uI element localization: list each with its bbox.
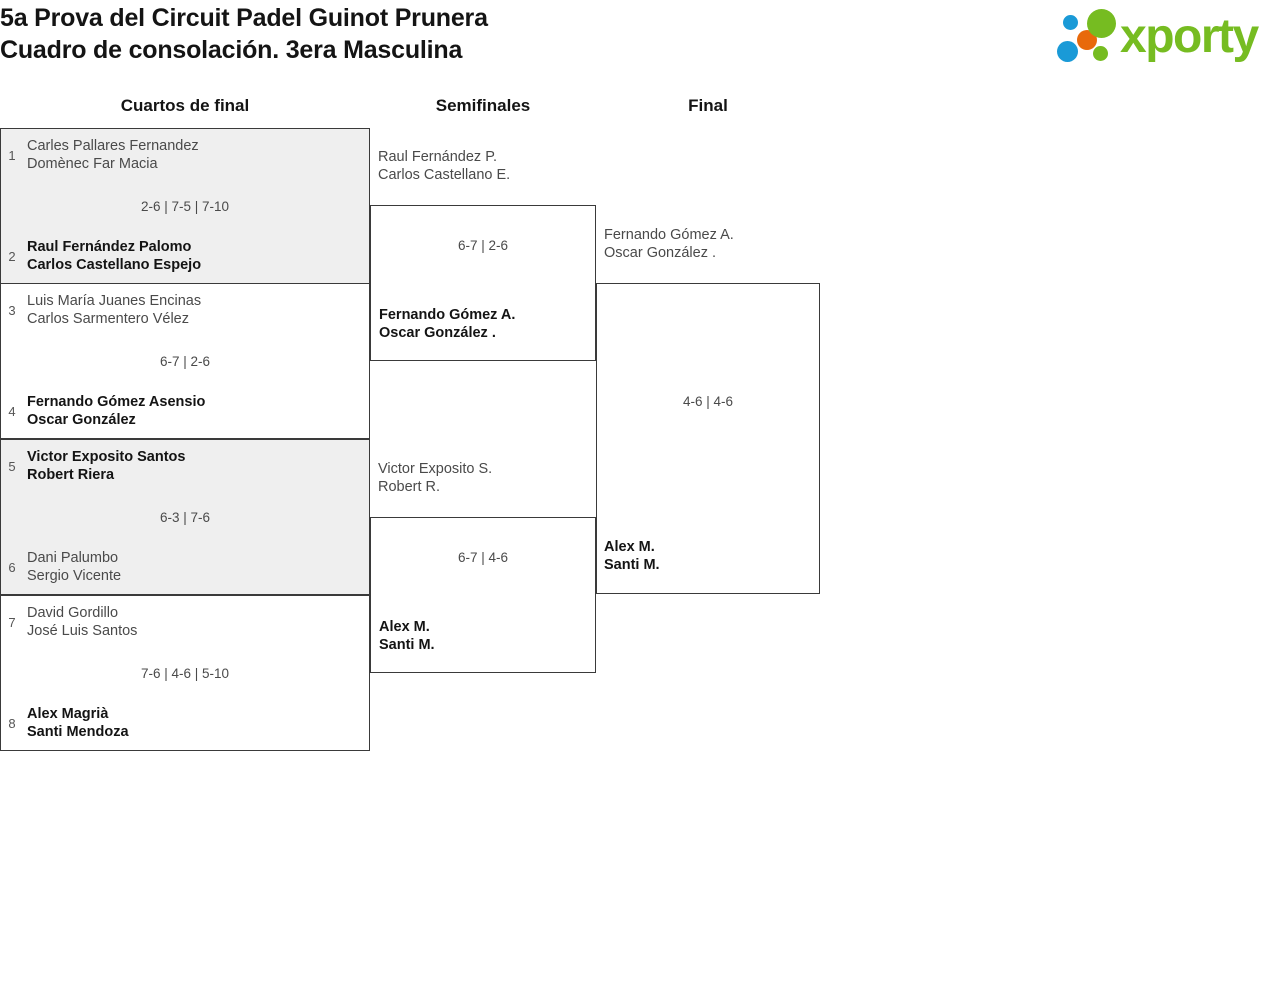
player-name: Fernando Gómez A. xyxy=(604,227,734,243)
player-name: Alex M. xyxy=(604,539,655,555)
logo-dot-green-small xyxy=(1093,46,1108,61)
match-qf2-team-top[interactable]: 3 Luis María Juanes Encinas Carlos Sarme… xyxy=(1,292,369,329)
match-final-team-bottom[interactable]: Alex M. Santi M. xyxy=(597,538,819,574)
player-name: Fernando Gómez Asensio xyxy=(27,394,206,410)
player-name: David Gordillo xyxy=(27,605,119,621)
team-players: Fernando Gómez A. Oscar González . xyxy=(371,306,595,342)
match-qf3-team-bottom[interactable]: 6 Dani Palumbo Sergio Vicente xyxy=(1,549,369,586)
match-qf1-team-bottom[interactable]: 2 Raul Fernández Palomo Carlos Castellan… xyxy=(1,238,369,275)
team-players: Dani Palumbo Sergio Vicente xyxy=(23,549,369,585)
player-name: Domènec Far Macia xyxy=(27,156,158,172)
final-top-team: Fernando Gómez A. Oscar González . xyxy=(596,226,820,262)
player-name: Oscar González . xyxy=(379,325,496,341)
match-qf2-team-bottom[interactable]: 4 Fernando Gómez Asensio Oscar González xyxy=(1,393,369,430)
match-final[interactable]: 4-6 | 4-6 Alex M. Santi M. xyxy=(596,283,820,594)
match-qf4-team-bottom[interactable]: 8 Alex Magrià Santi Mendoza xyxy=(1,705,369,742)
page-header: 5a Prova del Circuit Padel Guinot Pruner… xyxy=(0,0,1280,92)
seed-number: 8 xyxy=(8,716,16,731)
match-quarterfinal-2[interactable]: 3 Luis María Juanes Encinas Carlos Sarme… xyxy=(0,283,370,439)
team-players: Raul Fernández Palomo Carlos Castellano … xyxy=(23,238,369,274)
player-name: Alex M. xyxy=(379,619,430,635)
semifinal-2-top-team: Victor Exposito S. Robert R. xyxy=(370,460,596,496)
title-line-2: Cuadro de consolación. 3era Masculina xyxy=(0,36,463,64)
match-qf3-team-top[interactable]: 5 Victor Exposito Santos Robert Riera xyxy=(1,448,369,485)
match-score: 4-6 | 4-6 xyxy=(682,394,734,409)
match-semifinal-1-team-top[interactable]: Raul Fernández P. Carlos Castellano E. xyxy=(370,148,596,198)
team-players: Fernando Gómez Asensio Oscar González xyxy=(23,393,369,429)
match-final-team-top[interactable]: Fernando Gómez A. Oscar González . xyxy=(596,226,820,276)
seed-number: 6 xyxy=(8,560,16,575)
player-name: Victor Exposito S. xyxy=(378,461,493,477)
seed-number: 3 xyxy=(8,303,16,318)
match-semifinal-2[interactable]: 6-7 | 4-6 Alex M. Santi M. xyxy=(370,517,596,673)
team-players: Carles Pallares Fernandez Domènec Far Ma… xyxy=(23,137,369,173)
match-qf1-team-top[interactable]: 1 Carles Pallares Fernandez Domènec Far … xyxy=(1,137,369,174)
match-semifinal-2-team-bottom[interactable]: Alex M. Santi M. xyxy=(371,618,595,654)
player-name: Alex Magrià xyxy=(27,706,109,722)
team-players: David Gordillo José Luis Santos xyxy=(23,604,369,640)
player-name: José Luis Santos xyxy=(27,623,138,639)
player-name: Robert Riera xyxy=(27,467,115,483)
player-name: Luis María Juanes Encinas xyxy=(27,293,202,309)
team-players: Alex M. Santi M. xyxy=(371,618,595,654)
match-score: 2-6 | 7-5 | 7-10 xyxy=(140,199,230,214)
logo-dot-green-big xyxy=(1087,9,1116,38)
match-semifinal-1[interactable]: 6-7 | 2-6 Fernando Gómez A. Oscar Gonzál… xyxy=(370,205,596,361)
round-header-final: Final xyxy=(688,96,728,115)
player-name: Raul Fernández Palomo xyxy=(27,239,192,255)
player-name: Dani Palumbo xyxy=(27,550,119,566)
seed-number: 2 xyxy=(8,249,16,264)
player-name: Oscar González xyxy=(27,412,136,428)
seed-number: 5 xyxy=(8,459,16,474)
match-score: 6-7 | 2-6 xyxy=(159,354,211,369)
round-header-quarterfinals: Cuartos de final xyxy=(120,96,250,115)
player-name: Oscar González . xyxy=(604,245,717,261)
match-quarterfinal-4[interactable]: 7 David Gordillo José Luis Santos 7-6 | … xyxy=(0,595,370,751)
player-name: Santi Mendoza xyxy=(27,724,129,740)
team-players: Alex M. Santi M. xyxy=(597,538,819,574)
team-players: Victor Exposito Santos Robert Riera xyxy=(23,448,369,484)
player-name: Carles Pallares Fernandez xyxy=(27,138,199,154)
player-name: Raul Fernández P. xyxy=(378,149,498,165)
player-name: Santi M. xyxy=(379,637,435,653)
logo-dot-blue-bottom xyxy=(1057,41,1078,62)
match-quarterfinal-3[interactable]: 5 Victor Exposito Santos Robert Riera 6-… xyxy=(0,439,370,595)
match-qf4-team-top[interactable]: 7 David Gordillo José Luis Santos xyxy=(1,604,369,641)
player-name: Santi M. xyxy=(604,557,660,573)
match-semifinal-2-team-top[interactable]: Victor Exposito S. Robert R. xyxy=(370,460,596,510)
logo-dot-blue-top xyxy=(1063,15,1078,30)
match-score: 6-7 | 2-6 xyxy=(457,238,509,253)
xporty-logo[interactable]: xporty xyxy=(1050,6,1276,68)
round-header-semifinals: Semifinales xyxy=(435,96,531,115)
seed-number: 7 xyxy=(8,615,16,630)
player-name: Sergio Vicente xyxy=(27,568,122,584)
match-score: 6-7 | 4-6 xyxy=(457,550,509,565)
team-players: Luis María Juanes Encinas Carlos Sarment… xyxy=(23,292,369,328)
player-name: Robert R. xyxy=(378,479,441,495)
player-name: Carlos Sarmentero Vélez xyxy=(27,311,189,327)
team-players: Victor Exposito S. Robert R. xyxy=(370,460,596,496)
match-score: 6-3 | 7-6 xyxy=(159,510,211,525)
player-name: Carlos Castellano Espejo xyxy=(27,257,202,273)
seed-number: 4 xyxy=(8,404,16,419)
seed-number: 1 xyxy=(8,148,16,163)
match-quarterfinal-1[interactable]: 1 Carles Pallares Fernandez Domènec Far … xyxy=(0,128,370,284)
match-score: 7-6 | 4-6 | 5-10 xyxy=(140,666,230,681)
match-semifinal-1-team-bottom[interactable]: Fernando Gómez A. Oscar González . xyxy=(371,306,595,342)
team-players: Raul Fernández P. Carlos Castellano E. xyxy=(370,148,596,184)
logo-dots-icon xyxy=(1050,6,1124,68)
player-name: Carlos Castellano E. xyxy=(378,167,511,183)
player-name: Fernando Gómez A. xyxy=(379,307,516,323)
player-name: Victor Exposito Santos xyxy=(27,449,186,465)
page-title: 5a Prova del Circuit Padel Guinot Pruner… xyxy=(0,2,900,66)
semifinal-1-top-team: Raul Fernández P. Carlos Castellano E. xyxy=(370,148,596,184)
title-line-1: 5a Prova del Circuit Padel Guinot Pruner… xyxy=(0,4,488,32)
team-players: Alex Magrià Santi Mendoza xyxy=(23,705,369,741)
logo-wordmark: xporty xyxy=(1120,10,1259,63)
team-players: Fernando Gómez A. Oscar González . xyxy=(596,226,820,262)
